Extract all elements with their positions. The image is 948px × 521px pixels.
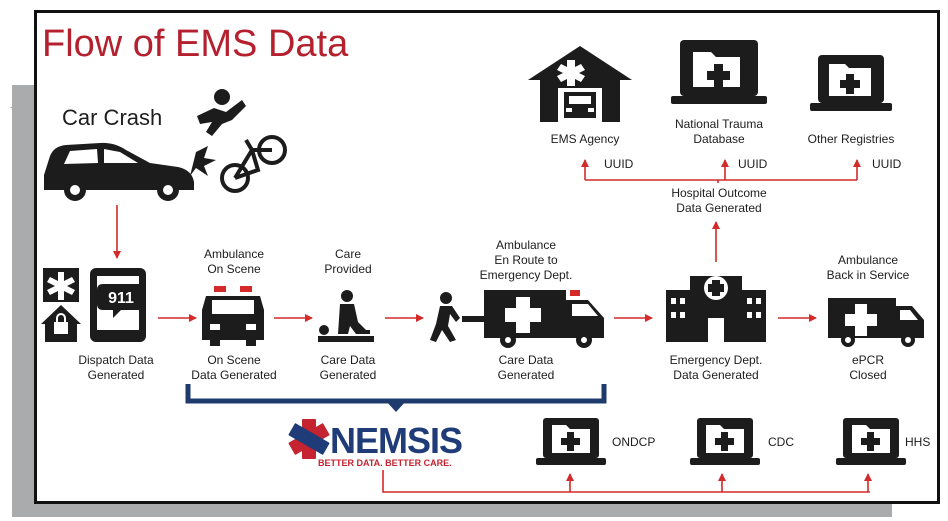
bottom-distribution-line: [382, 470, 870, 493]
on-scene-bottom-2: Data Generated: [191, 368, 276, 382]
service-bottom-2: Closed: [849, 368, 886, 382]
nemsis-logo: NEMSIS BETTER DATA. BETTER CARE.: [288, 419, 463, 468]
outcome-label-2: Data Generated: [676, 201, 761, 215]
lock-house-icon: [41, 305, 81, 342]
dispatch-label-1: Dispatch Data: [78, 353, 154, 367]
phone-911-text: 911: [108, 290, 134, 307]
bracket-pointer: [386, 401, 406, 412]
registries-label: Other Registries: [808, 132, 895, 146]
service-bottom-1: ePCR: [852, 353, 884, 367]
star-of-life-icon: [43, 268, 79, 302]
care-top-2: Provided: [324, 262, 371, 276]
ems-agency-uuid: UUID: [604, 157, 634, 171]
outcome-label-1: Hospital Outcome: [671, 186, 767, 200]
ems-agency-icon: [528, 46, 632, 122]
frame-shadow-bottom: [12, 503, 892, 517]
frame-shadow-corner: [10, 88, 36, 108]
star-of-life-logo-icon: [288, 419, 330, 459]
care-bottom-2: Generated: [320, 368, 377, 382]
dispatch-label-2: Generated: [88, 368, 145, 382]
car-crash-label: Car Crash: [62, 105, 162, 130]
en-route-top-2: En Route to: [494, 253, 558, 267]
care-top-1: Care: [335, 247, 361, 261]
trauma-database-icon: [671, 40, 767, 104]
ondcp-laptop-icon: [536, 418, 606, 465]
nemsis-wordmark: NEMSIS: [330, 420, 462, 461]
trauma-db-label-2: Database: [693, 132, 745, 146]
ems-agency-label: EMS Agency: [551, 132, 620, 146]
hhs-laptop-icon: [836, 418, 906, 465]
ambulance-front-icon: [202, 286, 264, 346]
frame-shadow-left: [12, 85, 36, 515]
ed-bottom-2: Data Generated: [673, 368, 758, 382]
en-route-top-3: Emergency Dept.: [480, 268, 573, 282]
en-route-bottom-2: Generated: [498, 368, 555, 382]
page-title: Flow of EMS Data: [42, 23, 349, 65]
slide-frame: [34, 10, 940, 504]
ambulance-service-icon: [828, 298, 924, 347]
hospital-icon: [666, 276, 766, 342]
trauma-db-uuid: UUID: [738, 157, 768, 171]
ambulance-transport-icon: [430, 290, 604, 348]
cpr-icon: [318, 290, 374, 342]
ondcp-label: ONDCP: [612, 435, 655, 449]
cdc-label: CDC: [768, 435, 794, 449]
on-scene-bottom-1: On Scene: [207, 353, 261, 367]
registries-uuid: UUID: [872, 157, 902, 171]
care-bottom-1: Care Data: [321, 353, 376, 367]
registries-icon: [810, 55, 892, 111]
on-scene-top-2: On Scene: [207, 262, 261, 276]
service-top-1: Ambulance: [838, 253, 898, 267]
phone-911-icon: 911: [90, 268, 146, 342]
service-top-2: Back in Service: [827, 268, 910, 282]
on-scene-top-1: Ambulance: [204, 247, 264, 261]
nemsis-tagline: BETTER DATA. BETTER CARE.: [318, 458, 452, 468]
en-route-bottom-1: Care Data: [499, 353, 554, 367]
ed-bottom-1: Emergency Dept.: [670, 353, 763, 367]
nemsis-bracket: [185, 384, 607, 404]
car-crash-icon: [44, 89, 287, 201]
en-route-top-1: Ambulance: [496, 238, 556, 252]
cdc-laptop-icon: [690, 418, 760, 465]
hhs-label: HHS: [905, 435, 930, 449]
trauma-db-label-1: National Trauma: [675, 117, 763, 131]
